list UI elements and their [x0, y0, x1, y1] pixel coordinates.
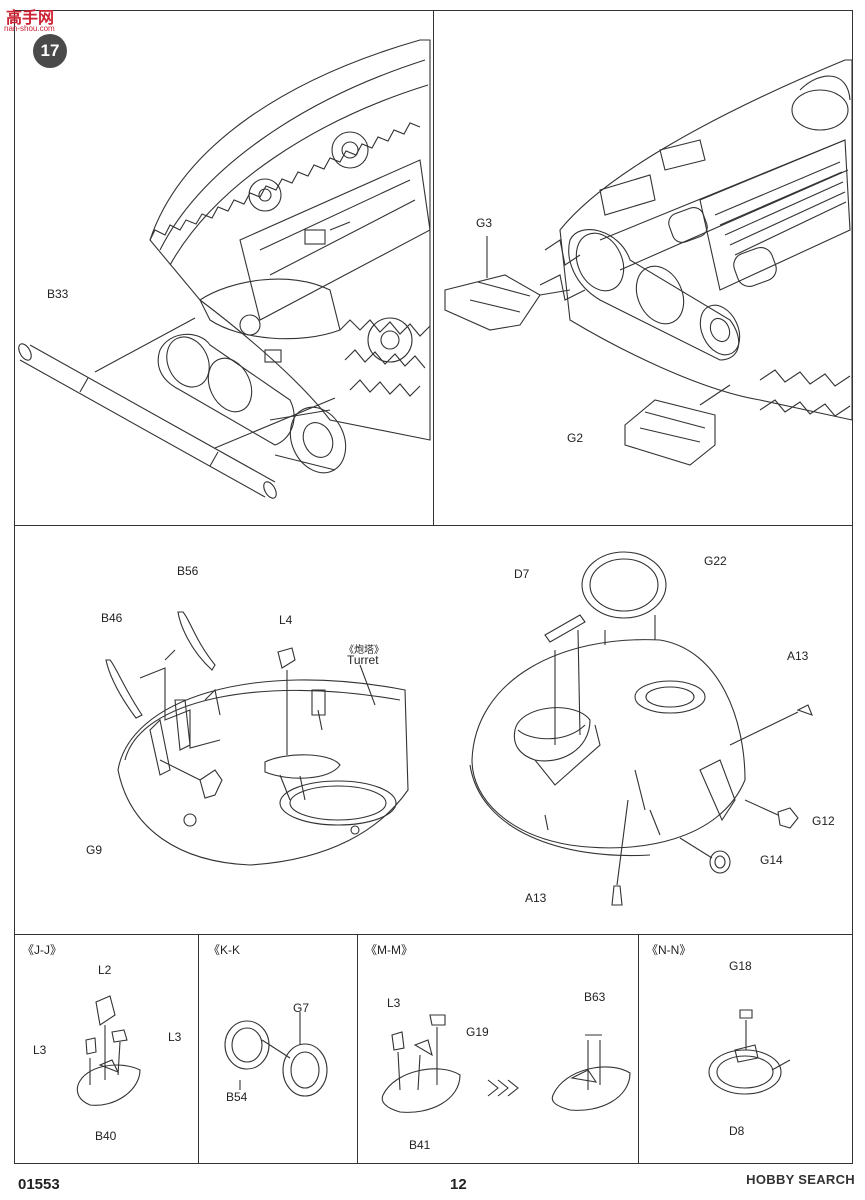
label-a13-bottom: A13 [525, 891, 547, 905]
label-b33: B33 [47, 287, 69, 301]
label-l2: L2 [98, 963, 112, 977]
kk-assembly-illustration [224, 1012, 328, 1097]
label-g18: G18 [729, 959, 752, 973]
hobby-search-logo: HOBBY SEARCH [746, 1172, 855, 1187]
turret-base-left-illustration [105, 611, 409, 866]
panel-nn [638, 934, 853, 1164]
b33-rod-illustration [18, 317, 336, 499]
label-g7: G7 [293, 1001, 310, 1015]
nn-assembly-illustration [708, 1009, 791, 1095]
label-l3-jj-left: L3 [33, 1043, 47, 1057]
label-l3-mm: L3 [387, 996, 401, 1010]
label-g3: G3 [476, 216, 493, 230]
label-b46: B46 [101, 611, 123, 625]
page-number: 12 [450, 1176, 467, 1193]
step-number-badge: 17 [33, 34, 67, 68]
watermark-url: nan-shou.com [4, 24, 55, 33]
label-a13-top: A13 [787, 649, 809, 663]
tank-rear-illustration [539, 59, 853, 421]
section-title-mm: 《M-M》 [365, 943, 413, 957]
g2-plate-illustration [624, 384, 731, 466]
label-g14: G14 [760, 853, 783, 867]
section-title-jj: 《J-J》 [22, 943, 62, 957]
jj-assembly-illustration [76, 995, 141, 1106]
label-d8: D8 [729, 1124, 745, 1138]
section-title-nn: 《N-N》 [646, 943, 692, 957]
label-d7: D7 [514, 567, 530, 581]
mm-assembly-illustration [381, 1014, 631, 1113]
label-turret-cn: 《炮塔》 [344, 645, 384, 656]
g3-plate-illustration [444, 236, 571, 331]
label-b41: B41 [409, 1138, 431, 1152]
label-g19: G19 [466, 1025, 489, 1039]
label-g2: G2 [567, 431, 584, 445]
label-l4: L4 [279, 613, 293, 627]
label-g22: G22 [704, 554, 727, 568]
label-g9: G9 [86, 843, 103, 857]
label-b54: B54 [226, 1090, 248, 1104]
label-l3-jj-right: L3 [168, 1030, 182, 1044]
label-b56: B56 [177, 564, 199, 578]
section-title-kk: 《K-K [208, 943, 241, 957]
turret-dome-right-illustration [469, 551, 813, 906]
label-b63: B63 [584, 990, 606, 1004]
watermark-logo: 高手网 [6, 10, 55, 27]
tank-hull-underside-illustration [149, 39, 431, 474]
label-b40: B40 [95, 1129, 117, 1143]
label-turret-en: Turret [347, 653, 379, 667]
label-g12: G12 [812, 814, 835, 828]
kit-code: 01553 [18, 1176, 60, 1193]
